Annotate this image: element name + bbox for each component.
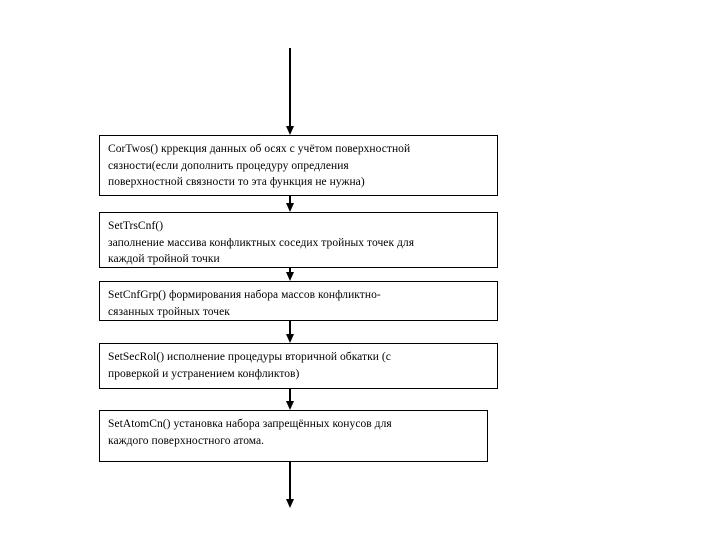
flow-arrow-arrow-exit bbox=[280, 462, 300, 508]
process-box-line: проверкой и устранением конфликтов) bbox=[108, 367, 300, 380]
flow-arrow-arrow-3-4 bbox=[280, 321, 300, 343]
process-box-line: CorTwos() кррекция данных об осях с учёт… bbox=[108, 143, 411, 155]
arrow-graphic bbox=[286, 462, 294, 508]
arrow-graphic bbox=[286, 196, 294, 212]
process-box-line: SetAtomCn() установка набора запрещённых… bbox=[108, 418, 392, 430]
process-box-line: заполнение массива конфликтных соседих т… bbox=[108, 236, 415, 249]
arrow-graphic bbox=[286, 321, 294, 343]
process-box-line: каждой тройной точки bbox=[108, 253, 220, 265]
arrow-graphic bbox=[286, 268, 294, 281]
process-box-set-trs-cnf[interactable]: SetTrsCnf() заполнение массива конфликтны… bbox=[99, 212, 498, 268]
flow-arrow-arrow-2-3 bbox=[280, 268, 300, 281]
process-box-line: SetSecRol() исполнение процедуры вторичн… bbox=[108, 351, 391, 363]
process-box-line: сязанных тройных точек bbox=[108, 305, 230, 318]
process-box-line: SetCnfGrp() формирования набора массов к… bbox=[108, 289, 381, 301]
arrow-graphic bbox=[286, 48, 294, 135]
process-box-set-sec-rol[interactable]: SetSecRol() исполнение процедуры вторичн… bbox=[99, 343, 498, 389]
process-box-cor-twos[interactable]: CorTwos() кррекция данных об осях с учёт… bbox=[99, 135, 498, 196]
process-box-line: сязности(если дополнить процедуру опредл… bbox=[108, 159, 349, 172]
flow-arrow-arrow-1-2 bbox=[280, 196, 300, 212]
flow-arrow-arrow-4-5 bbox=[280, 389, 300, 410]
arrow-graphic bbox=[286, 389, 294, 410]
flow-arrow-arrow-entry bbox=[280, 48, 300, 135]
process-box-line: поверхностной связности то эта функция н… bbox=[108, 176, 365, 188]
process-box-set-atom-cn[interactable]: SetAtomCn() установка набора запрещённых… bbox=[99, 410, 488, 462]
process-box-line: SetTrsCnf() bbox=[108, 220, 164, 232]
process-box-line: каждого поверхностного атома. bbox=[108, 434, 265, 447]
process-box-set-cnf-grp[interactable]: SetCnfGrp() формирования набора массов к… bbox=[99, 281, 498, 321]
